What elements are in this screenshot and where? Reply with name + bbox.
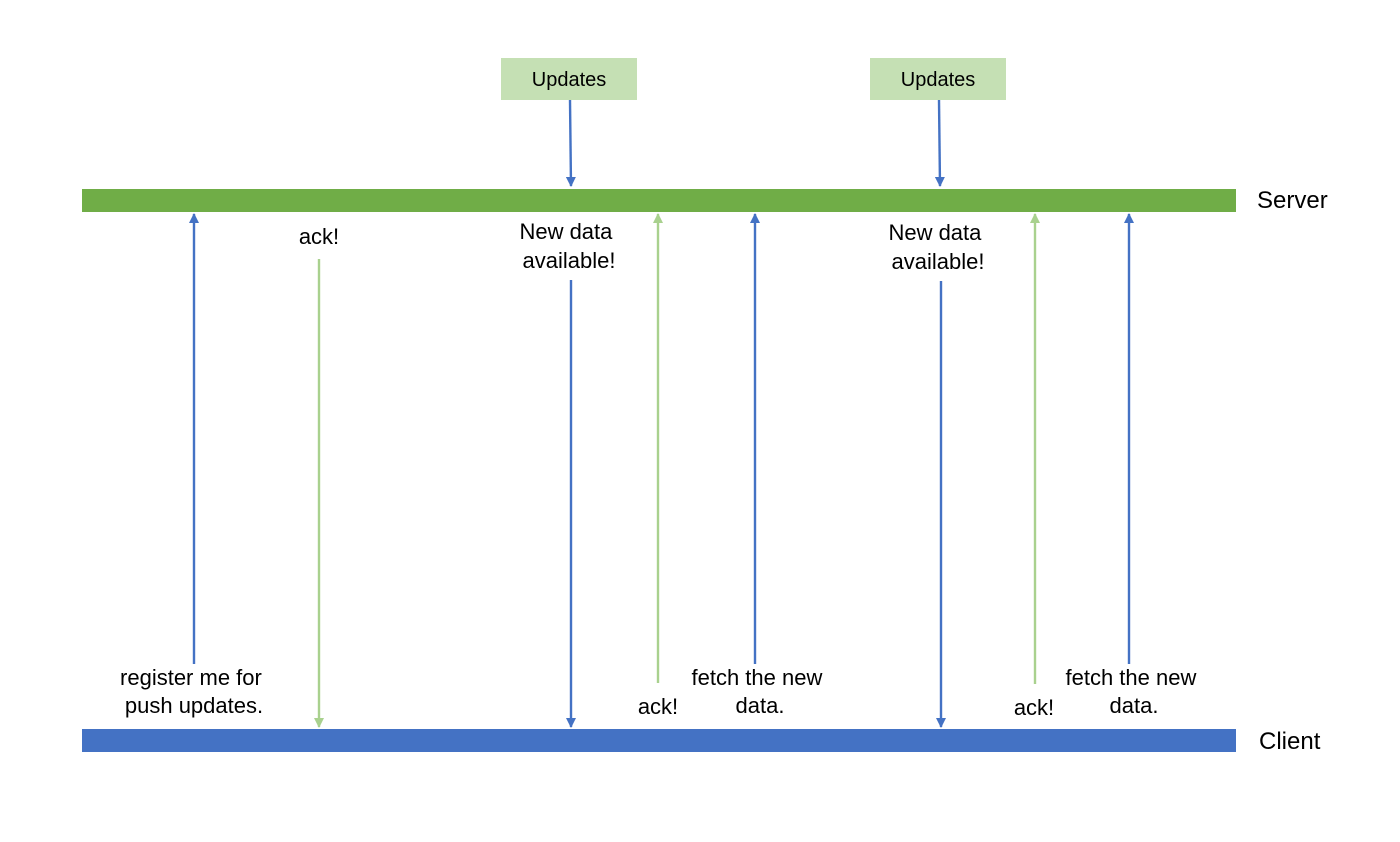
client-label: Client — [1259, 728, 1321, 755]
update-box-2-rect — [870, 58, 1006, 100]
ack-1-label: ack! — [299, 224, 339, 249]
new-data-1-label-line-2: available! — [523, 248, 616, 273]
register-label-line-1: register me for — [120, 665, 262, 690]
update-box-1: Updates — [501, 58, 637, 100]
update-box-2: Updates — [870, 58, 1006, 100]
new-data-2-label-line-2: available! — [892, 249, 985, 274]
fetch-2-label-line-2: data. — [1110, 693, 1159, 718]
server-bar — [82, 189, 1236, 212]
update-box-2-label: Updates — [901, 69, 976, 91]
ack-3-label: ack! — [1014, 695, 1054, 720]
update-1-to-server-arrow — [565, 99, 576, 188]
new-data-1-label: New data available! — [519, 219, 618, 273]
update-box-1-rect — [501, 58, 637, 100]
new-data-2-label-line-1: New data — [888, 220, 982, 245]
update-2-to-server-arrow — [934, 99, 945, 188]
fetch-2-label-line-1: fetch the new — [1066, 665, 1197, 690]
new-data-1-label-line-1: New data — [519, 219, 613, 244]
register-label: register me for push updates. — [120, 665, 268, 718]
server-label: Server — [1257, 187, 1328, 214]
update-box-1-label: Updates — [532, 69, 607, 91]
fetch-1-label-line-1: fetch the new — [692, 665, 823, 690]
register-label-line-2: push updates. — [125, 693, 263, 718]
fetch-1-label-line-2: data. — [736, 693, 785, 718]
client-bar — [82, 729, 1236, 752]
ack-2-label: ack! — [638, 694, 678, 719]
fetch-2-label: fetch the new data. — [1066, 665, 1203, 718]
fetch-1-label: fetch the new data. — [692, 665, 829, 718]
new-data-2-label: New data available! — [888, 220, 987, 274]
